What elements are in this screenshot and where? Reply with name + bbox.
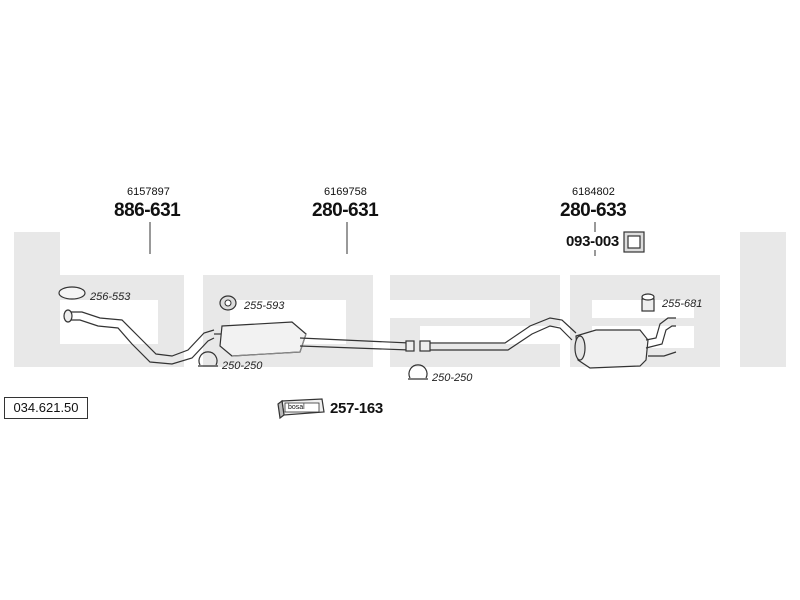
rear-silencer-drawing	[419, 317, 677, 369]
ring-center-drawing	[219, 295, 237, 311]
mounting-kit-logo: bosal	[288, 404, 305, 411]
front-pipe-oem: 6157897	[127, 186, 170, 198]
center-silencer-drawing	[214, 321, 415, 357]
ring-rear-drawing	[641, 293, 655, 312]
center-silencer-part-number: 280-631	[312, 200, 379, 221]
mounting-kit-part-number: 257-163	[330, 400, 383, 417]
mounting-kit-box	[277, 398, 325, 420]
front-pipe-part-number: 886-631	[114, 200, 181, 221]
gasket-part-number: 256-553	[90, 291, 131, 303]
rear-mount-drawing	[623, 231, 645, 253]
gasket-drawing	[58, 286, 86, 300]
center-silencer-oem: 6169758	[324, 186, 367, 198]
clamp-front-part-number: 250-250	[222, 360, 263, 372]
rear-mount-part-number: 093-003	[566, 233, 619, 250]
rear-silencer-oem: 6184802	[572, 186, 615, 198]
clamp-front-drawing	[198, 351, 218, 367]
ring-rear-part-number: 255-681	[662, 298, 703, 310]
ring-center-part-number: 255-593	[244, 300, 285, 312]
front-pipe-drawing	[63, 309, 215, 365]
clamp-rear-part-number: 250-250	[432, 372, 473, 384]
rear-silencer-part-number: 280-633	[560, 200, 627, 221]
catalog-number-box: 034.621.50	[4, 397, 88, 419]
clamp-rear-drawing	[408, 364, 428, 380]
